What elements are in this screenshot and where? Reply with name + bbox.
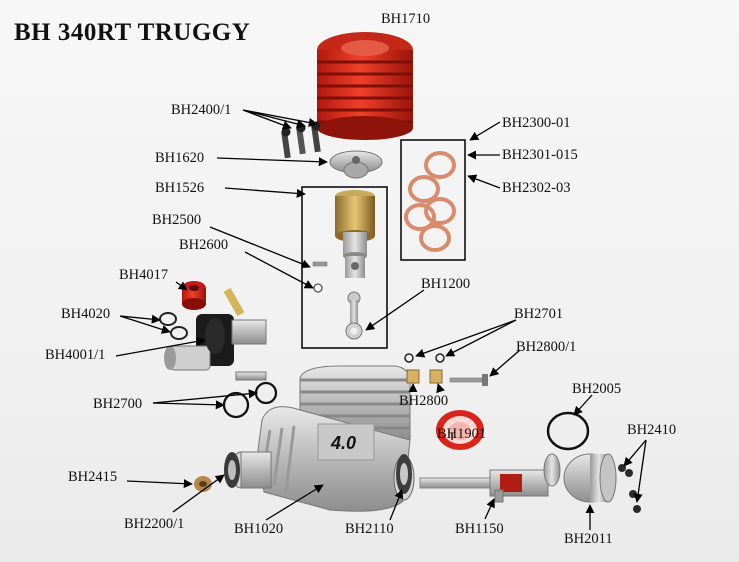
label-bh2301-015: BH2301-015 xyxy=(502,147,578,163)
label-bh2400-1: BH2400/1 xyxy=(171,102,232,118)
button-head-part xyxy=(329,150,383,179)
label-bh1020: BH1020 xyxy=(234,521,284,537)
engine-size-marking: 4.0 xyxy=(330,433,356,453)
label-bh1200: BH1200 xyxy=(421,276,471,292)
label-bh4001-1: BH4001/1 xyxy=(45,347,106,363)
label-bh2600: BH2600 xyxy=(179,237,229,253)
label-bh2011: BH2011 xyxy=(564,531,613,547)
label-bh4017: BH4017 xyxy=(119,267,169,283)
front-bearing-part xyxy=(396,454,412,494)
label-bh2410: BH2410 xyxy=(627,422,677,438)
label-bh1150: BH1150 xyxy=(455,521,504,537)
label-bh1901: BH1901 xyxy=(437,426,487,442)
label-bh1620: BH1620 xyxy=(155,150,205,166)
carb-o-ring-part xyxy=(159,312,177,326)
sleeve-piston-part xyxy=(335,190,375,278)
long-screw-part xyxy=(449,374,488,386)
crankshaft-part xyxy=(419,453,561,503)
label-bh1710: BH1710 xyxy=(381,11,431,27)
back-plate-screws-part xyxy=(618,464,641,513)
wrist-pin-part xyxy=(312,261,328,267)
cooling-head-part xyxy=(317,32,413,140)
back-plate-part xyxy=(563,453,617,503)
head-screws-part xyxy=(281,121,321,159)
label-bh2302-03: BH2302-03 xyxy=(502,180,571,196)
label-bh2200-1: BH2200/1 xyxy=(124,516,185,532)
label-bh2800: BH2800 xyxy=(399,393,449,409)
back-plate-o-ring-part xyxy=(546,411,590,451)
rear-bearing-part xyxy=(224,452,240,488)
label-bh2415: BH2415 xyxy=(68,469,118,485)
gasket-set-frame xyxy=(400,139,466,261)
pin-clip-part xyxy=(313,283,323,293)
nuts-part xyxy=(406,369,443,384)
copper-gaskets-part xyxy=(404,151,456,252)
carb-nut-part xyxy=(182,281,206,310)
carburetor-part xyxy=(164,287,267,381)
label-bh4020: BH4020 xyxy=(61,306,111,322)
crankcase-part: 4.0 xyxy=(230,365,415,512)
label-bh2005: BH2005 xyxy=(572,381,622,397)
small-o-ring-part xyxy=(404,353,414,363)
label-bh2300-01: BH2300-01 xyxy=(502,115,571,131)
label-bh2500: BH2500 xyxy=(152,212,202,228)
label-bh2701: BH2701 xyxy=(514,306,564,322)
small-o-ring-part xyxy=(435,353,445,363)
page-title: BH 340RT TRUGGY xyxy=(14,19,251,46)
carb-o-ring-part xyxy=(170,326,188,340)
connecting-rod-part xyxy=(345,291,363,340)
o-ring-part xyxy=(254,381,278,405)
leader-lines xyxy=(115,109,647,530)
bushing-part xyxy=(194,476,212,492)
o-ring-part xyxy=(222,391,250,419)
label-bh2800-1: BH2800/1 xyxy=(516,339,577,355)
label-bh2700: BH2700 xyxy=(93,396,143,412)
label-bh1526: BH1526 xyxy=(155,180,205,196)
label-bh2110: BH2110 xyxy=(345,521,394,537)
